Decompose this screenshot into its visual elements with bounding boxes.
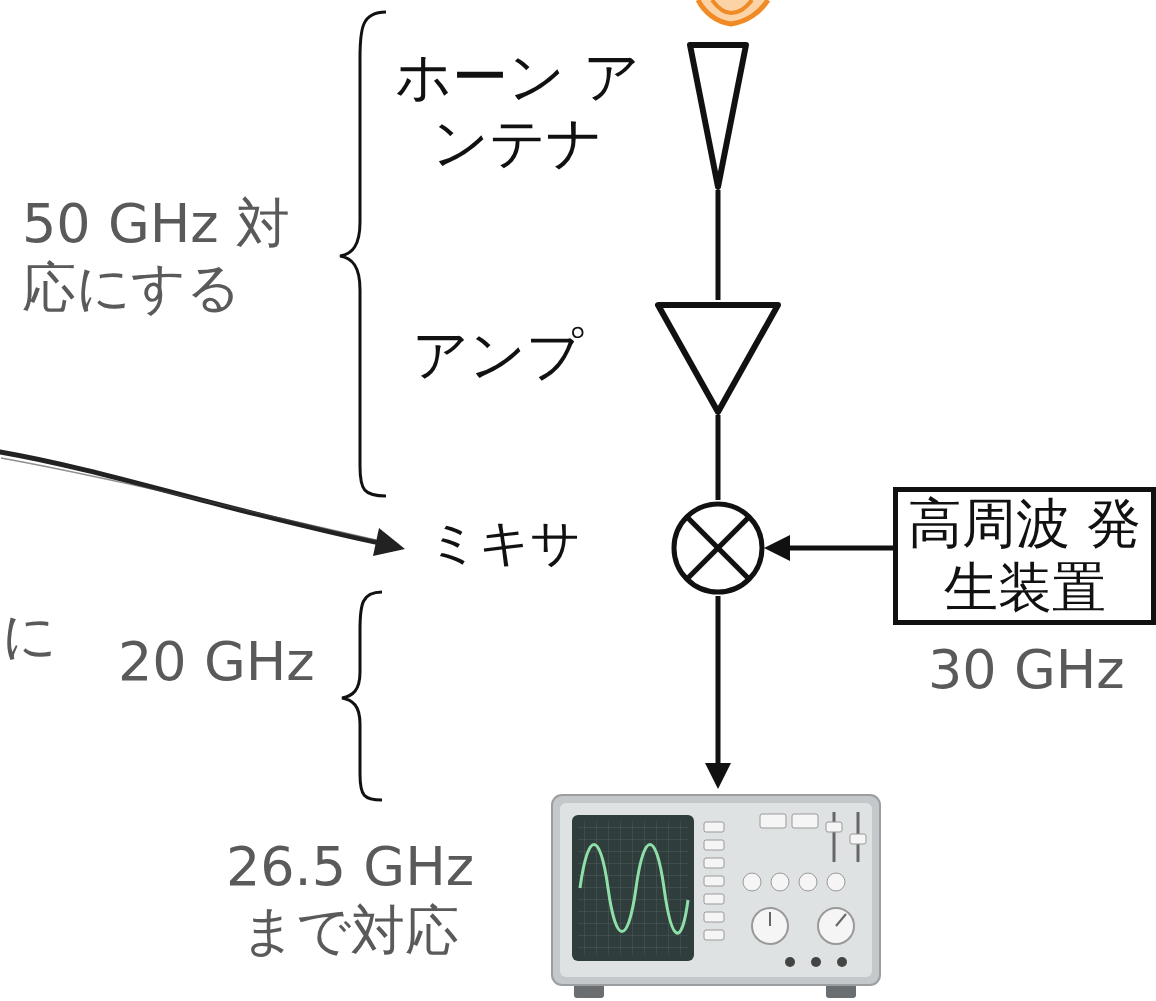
pointer-arrow <box>1 458 376 540</box>
node-label: 高周波 発生装置 <box>898 492 1151 619</box>
oscilloscope: 26.5 GHz まで対応 <box>200 787 890 1001</box>
signal-connector <box>716 596 721 763</box>
node-label: 26.5 GHz まで対応 <box>200 835 500 962</box>
node-label: ミキサ <box>428 514 628 573</box>
signal-connector <box>716 190 721 300</box>
horn-antenna: ホーン アンテナ <box>385 40 775 190</box>
signal-icon <box>698 0 768 24</box>
amplifier: アンプ <box>400 300 790 415</box>
band-note: 20 GHz <box>118 630 315 694</box>
frequency-label: 30 GHz <box>928 638 1125 702</box>
node-label: アンプ <box>412 322 612 388</box>
brace <box>340 12 386 496</box>
brace <box>342 592 382 800</box>
cut-off-text: に <box>2 604 57 668</box>
signal-icon <box>712 0 752 13</box>
signal-connector <box>716 415 721 500</box>
mixer: ミキサ <box>420 500 766 596</box>
node-label: ホーン アンテナ <box>385 44 650 176</box>
signal-connector <box>790 546 893 551</box>
pointer-arrowhead <box>373 528 405 556</box>
band-note: 50 GHz 対応にする <box>22 192 342 319</box>
signal-generator: 高周波 発生装置 <box>893 487 1156 625</box>
pointer-arrow <box>0 452 380 543</box>
oscilloscope-illustration <box>552 795 880 998</box>
